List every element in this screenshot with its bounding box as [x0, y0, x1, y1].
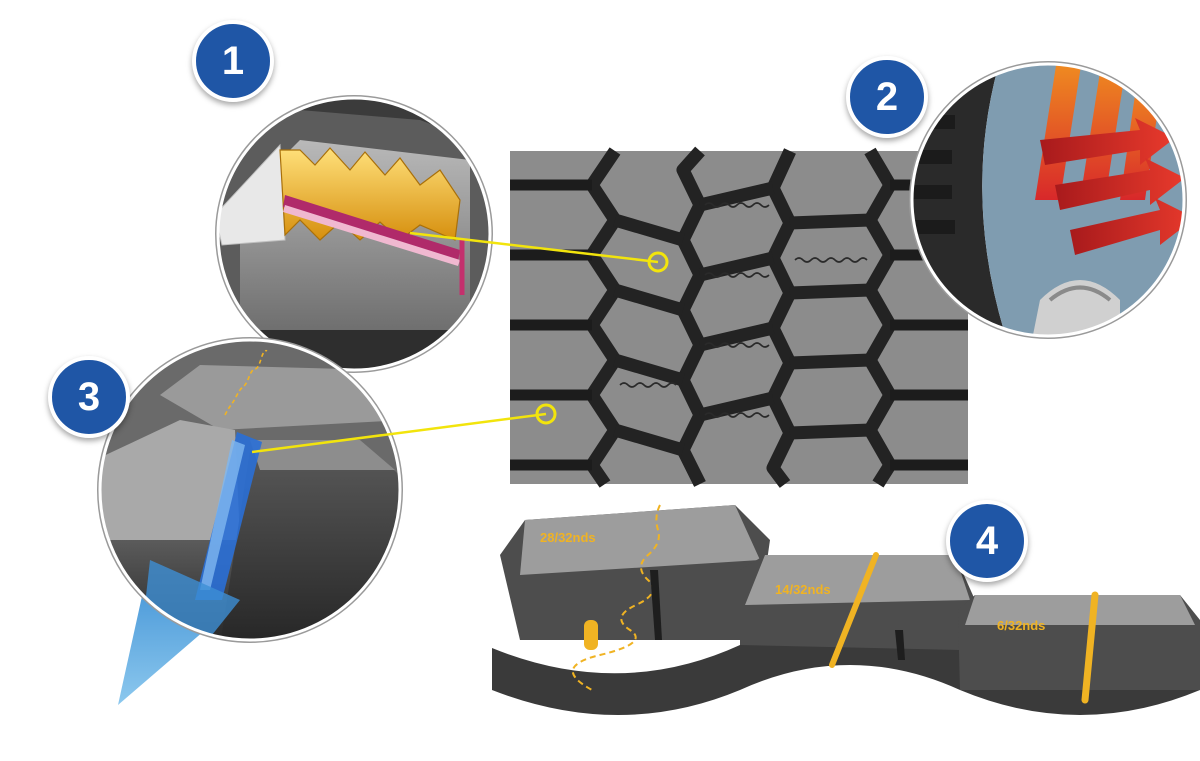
zoom-circle-sipe-detail	[215, 95, 493, 373]
callout-badge-1: 1	[192, 20, 274, 102]
zoom-circle-water-channel-detail	[97, 337, 403, 705]
tread-depth-cross-section	[492, 504, 1200, 715]
callout-badge-4: 4	[946, 500, 1028, 582]
callout-badge-2: 2	[846, 56, 928, 138]
depth-label-worn: 6/32nds	[997, 618, 1046, 633]
tread-pattern-photo	[510, 146, 968, 488]
leader-lines	[251, 231, 669, 454]
depth-label-half-worn: 14/32nds	[775, 582, 831, 597]
depth-label-new: 28/32nds	[540, 530, 596, 545]
callout-badge-3: 3	[48, 356, 130, 438]
leader-marker-channel	[535, 403, 557, 425]
leader-marker-sipe	[647, 251, 669, 273]
